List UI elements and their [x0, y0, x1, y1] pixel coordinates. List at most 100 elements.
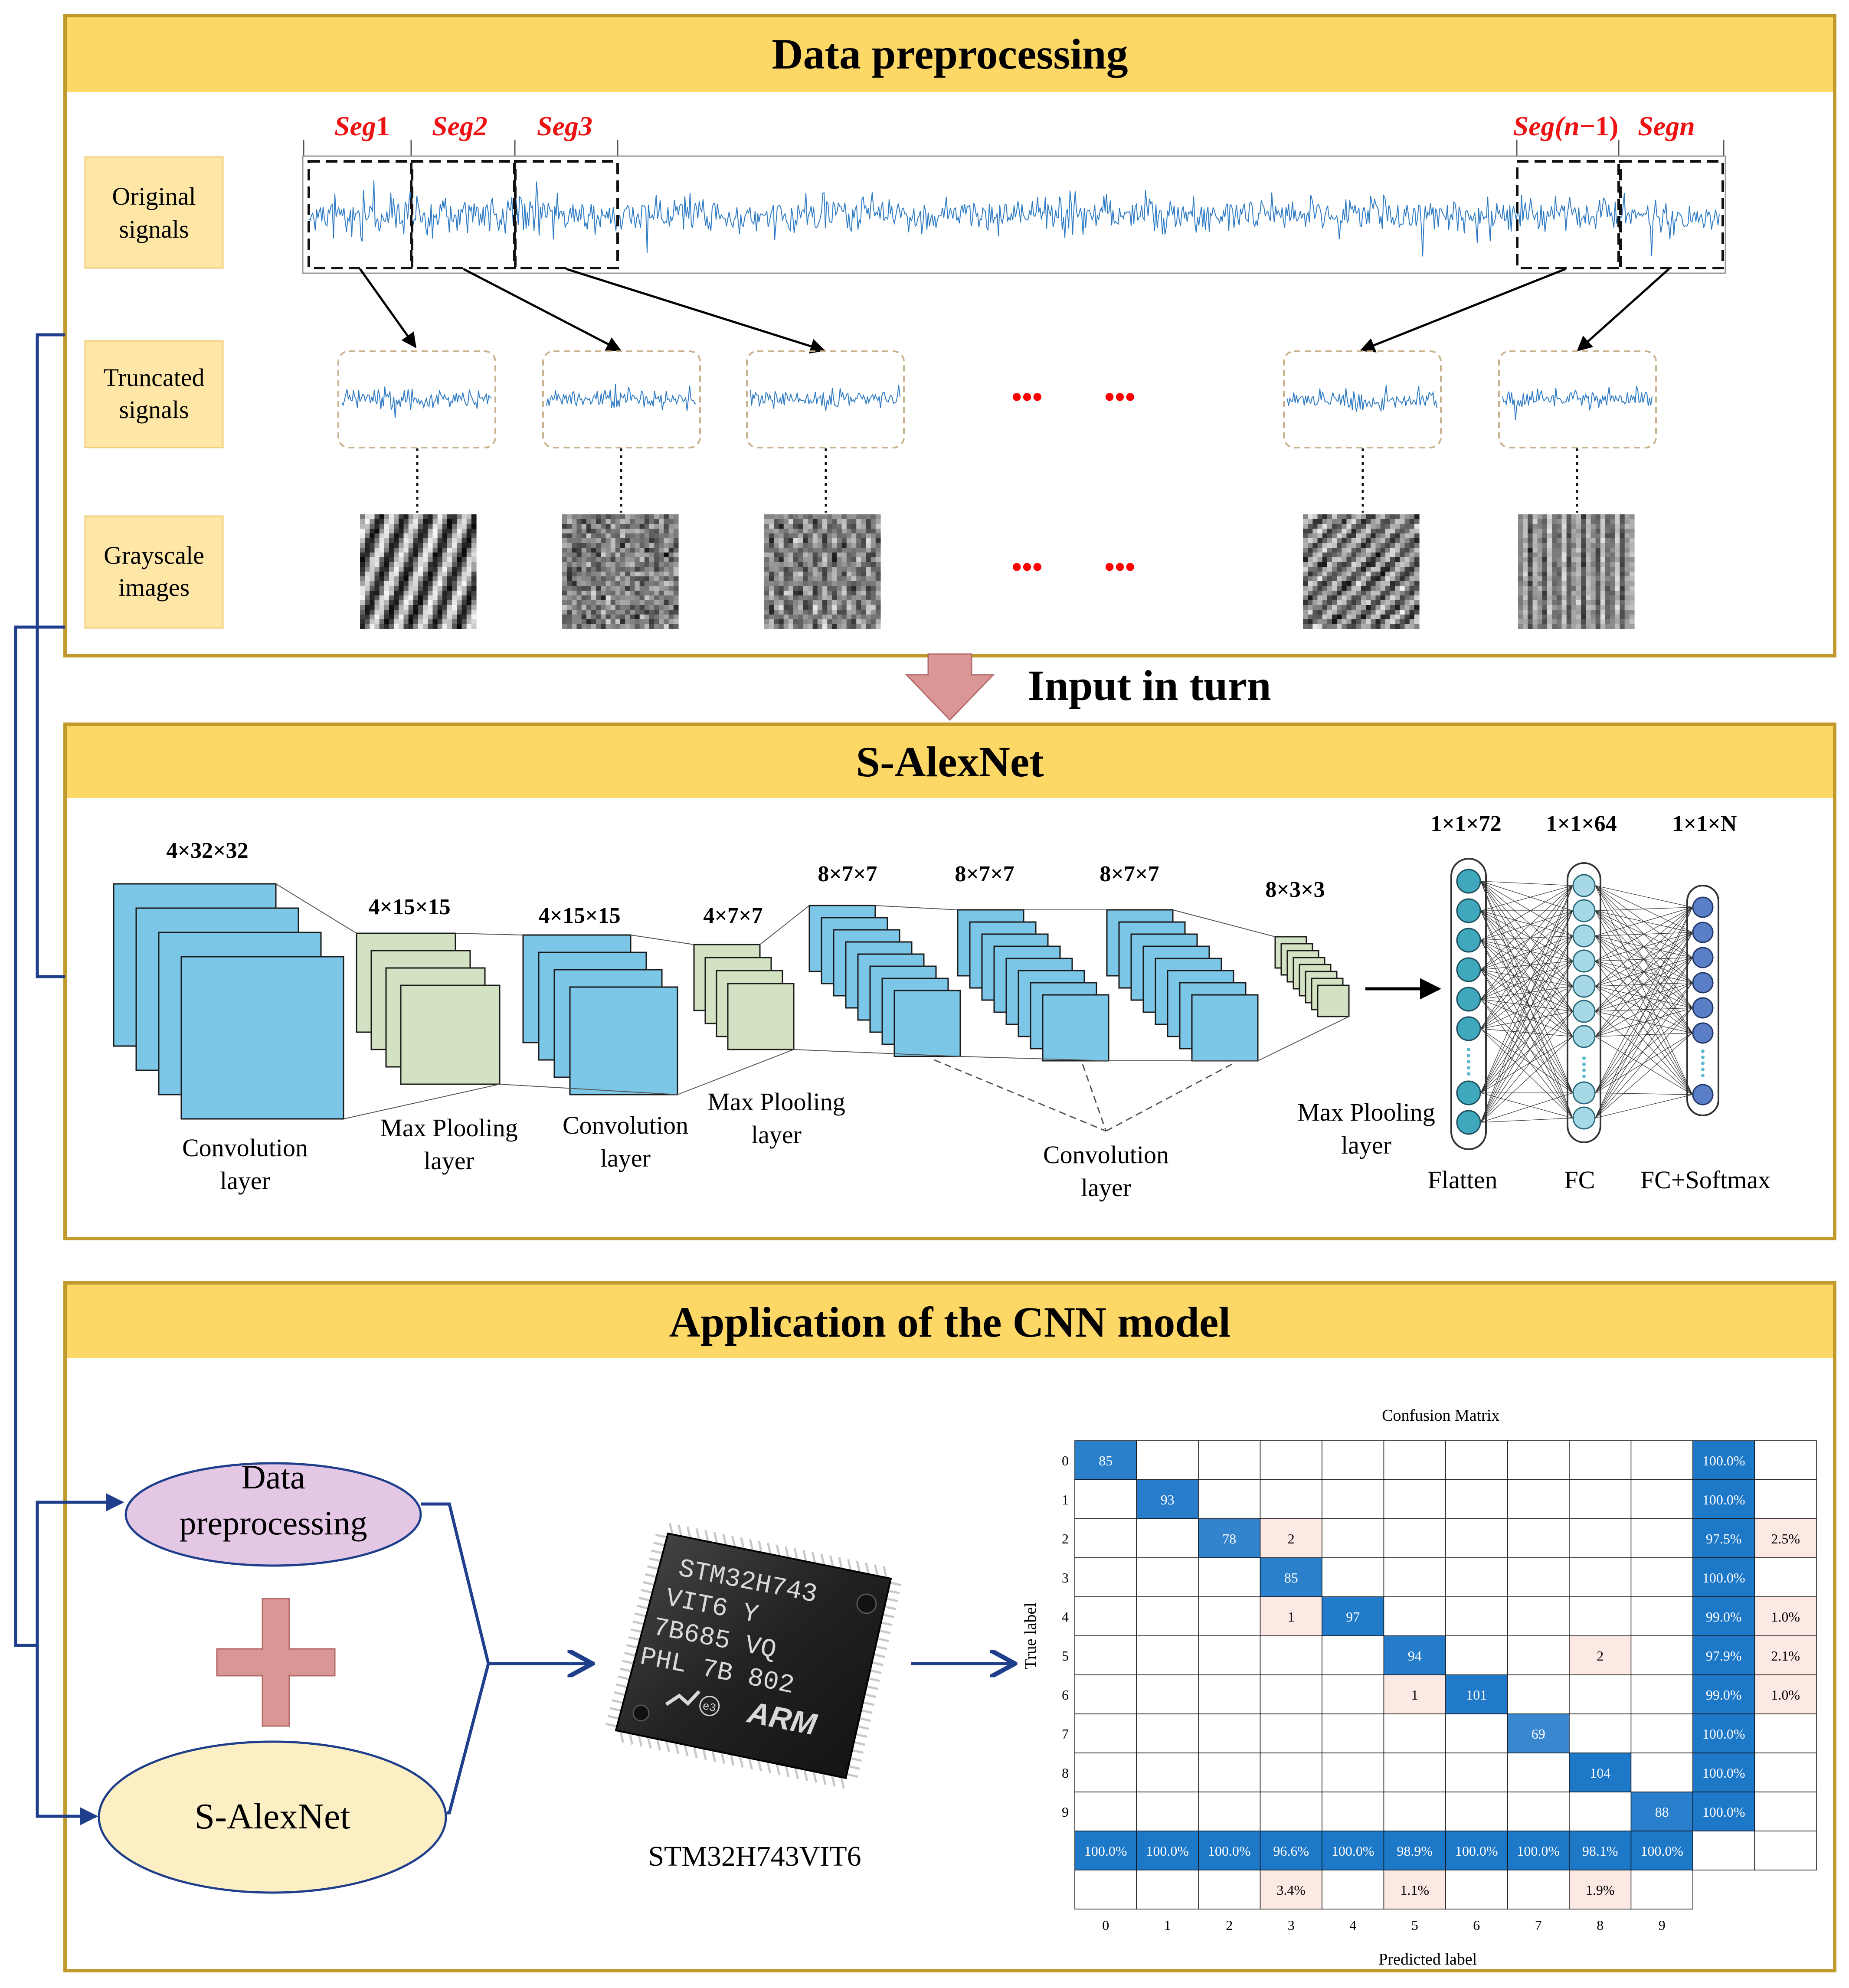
- cm-cell: [1569, 1557, 1632, 1597]
- neuron: [1456, 1016, 1481, 1041]
- cm-row-error: [1754, 1792, 1817, 1831]
- label-softmax: FC+Softmax: [1640, 1166, 1770, 1194]
- cm-cell: [1322, 1557, 1384, 1597]
- cm-cell: [1136, 1596, 1199, 1636]
- cm-cell: [1630, 1440, 1693, 1480]
- dim-fc: 1×1×64: [1546, 811, 1617, 836]
- application-panel: Application of the CNN model Data prepro…: [36, 1281, 1836, 1972]
- cm-col-error: [1136, 1870, 1199, 1910]
- plus-icon: [216, 1598, 336, 1727]
- segment-arrows: [359, 268, 1670, 354]
- cm-row-tick: 8: [1062, 1765, 1069, 1781]
- conv2-stack: [522, 934, 678, 1095]
- ellipsis-group: ••• ••• ••• •••: [1011, 380, 1135, 583]
- cm-row-correct: [1692, 1792, 1755, 1831]
- svg-text:layer: layer: [1341, 1131, 1391, 1159]
- cm-row-correct-value: 97.9%: [1706, 1648, 1742, 1664]
- cm-cell: [1136, 1713, 1199, 1753]
- confusion-matrix: Confusion Matrix Predicted label True la…: [1021, 1406, 1817, 1968]
- cm-cell: [1569, 1713, 1632, 1753]
- application-title: Application of the CNN model: [669, 1298, 1230, 1346]
- dim-conv4: 8×7×7: [955, 862, 1014, 886]
- cm-col-correct-value: 98.1%: [1582, 1843, 1618, 1859]
- cm-row-correct-value: 97.5%: [1706, 1531, 1742, 1547]
- cm-cell: [1136, 1557, 1199, 1597]
- neuron: [1692, 1084, 1714, 1105]
- cm-row-error: [1754, 1596, 1817, 1636]
- cm-col-error-value: 1.1%: [1400, 1882, 1429, 1898]
- cm-row-correct: [1692, 1635, 1755, 1675]
- cm-row-tick: 7: [1062, 1726, 1069, 1742]
- cm-cell: [1569, 1479, 1632, 1519]
- cm-cell: [1322, 1479, 1384, 1519]
- input-arrow: Input in turn: [905, 653, 1271, 721]
- svg-text:Original: Original: [112, 182, 196, 210]
- cm-cell: [1507, 1596, 1570, 1636]
- cm-row-tick: 3: [1062, 1570, 1069, 1586]
- cm-row-correct-value: 100.0%: [1702, 1570, 1745, 1586]
- cm-cell: [1383, 1518, 1446, 1558]
- svg-text:signals: signals: [119, 396, 189, 424]
- truncated-signal-box: [1283, 350, 1442, 448]
- label-pool1: Max Plooling: [380, 1114, 517, 1142]
- cm-cell: [1445, 1713, 1508, 1753]
- neuron: [1456, 1110, 1481, 1135]
- cm-cell-value: 2: [1597, 1648, 1604, 1664]
- cm-cell: [1383, 1557, 1446, 1597]
- cm-cell: [1074, 1674, 1137, 1714]
- cm-cell: [1260, 1713, 1322, 1753]
- cm-cell: [1569, 1596, 1632, 1636]
- cm-cell: [1569, 1753, 1632, 1792]
- cm-cell: [1569, 1518, 1632, 1558]
- cm-cell: [1260, 1557, 1322, 1597]
- cm-row-correct-value: 99.0%: [1706, 1609, 1742, 1625]
- cm-cell: [1507, 1753, 1570, 1792]
- seg3-label: Seg3: [537, 111, 592, 141]
- neuron: [1572, 924, 1596, 948]
- cm-cell: [1260, 1753, 1322, 1792]
- grayscale-image: [562, 514, 679, 629]
- cm-cell: [1322, 1596, 1384, 1636]
- neuron: [1572, 1025, 1596, 1048]
- cm-col-error: [1445, 1870, 1508, 1910]
- dim-conv5: 8×7×7: [1100, 862, 1159, 886]
- cm-col-correct: [1260, 1831, 1322, 1870]
- cm-cell-value: 1: [1411, 1687, 1418, 1703]
- cm-cell: [1569, 1635, 1632, 1675]
- cm-cell: [1383, 1713, 1446, 1753]
- cm-col-correct: [1136, 1831, 1199, 1870]
- cm-cell-value: 104: [1590, 1765, 1610, 1781]
- svg-text:layer: layer: [751, 1121, 802, 1149]
- segn-label: Segn: [1638, 111, 1695, 141]
- input-in-turn-label: Input in turn: [1028, 661, 1271, 710]
- cm-cell: [1074, 1713, 1137, 1753]
- cm-cell: [1198, 1518, 1261, 1558]
- cm-col-error-value: 3.4%: [1276, 1882, 1306, 1898]
- neuron: [1572, 874, 1596, 897]
- cm-col-correct-value: 100.0%: [1517, 1843, 1560, 1859]
- cm-cell: [1383, 1792, 1446, 1831]
- fc-column: [1567, 862, 1601, 1143]
- cm-col-correct: [1569, 1831, 1632, 1870]
- dim-conv3: 8×7×7: [818, 862, 877, 886]
- truncated-signal-box: [337, 350, 496, 448]
- cm-cell: [1198, 1440, 1261, 1480]
- cm-row-error-value: 2.5%: [1771, 1531, 1800, 1547]
- cm-row-tick: 9: [1062, 1804, 1069, 1820]
- grayscale-image: [1303, 514, 1420, 629]
- cm-cell: [1074, 1753, 1137, 1792]
- cm-cell: [1383, 1635, 1446, 1675]
- cm-cell: [1630, 1792, 1693, 1831]
- neuron: [1572, 1081, 1596, 1105]
- cm-cell: [1198, 1713, 1261, 1753]
- conv-brace: [934, 1059, 1232, 1132]
- neuron: [1572, 899, 1596, 922]
- cm-cell-value: 94: [1408, 1648, 1422, 1664]
- cm-xlabel: Predicted label: [1378, 1950, 1477, 1968]
- cm-col-error: [1260, 1870, 1322, 1910]
- grayscale-image: [1518, 514, 1635, 629]
- cm-cell: [1383, 1440, 1446, 1480]
- cm-row-error: [1754, 1518, 1817, 1558]
- cm-row-correct-value: 100.0%: [1702, 1765, 1745, 1781]
